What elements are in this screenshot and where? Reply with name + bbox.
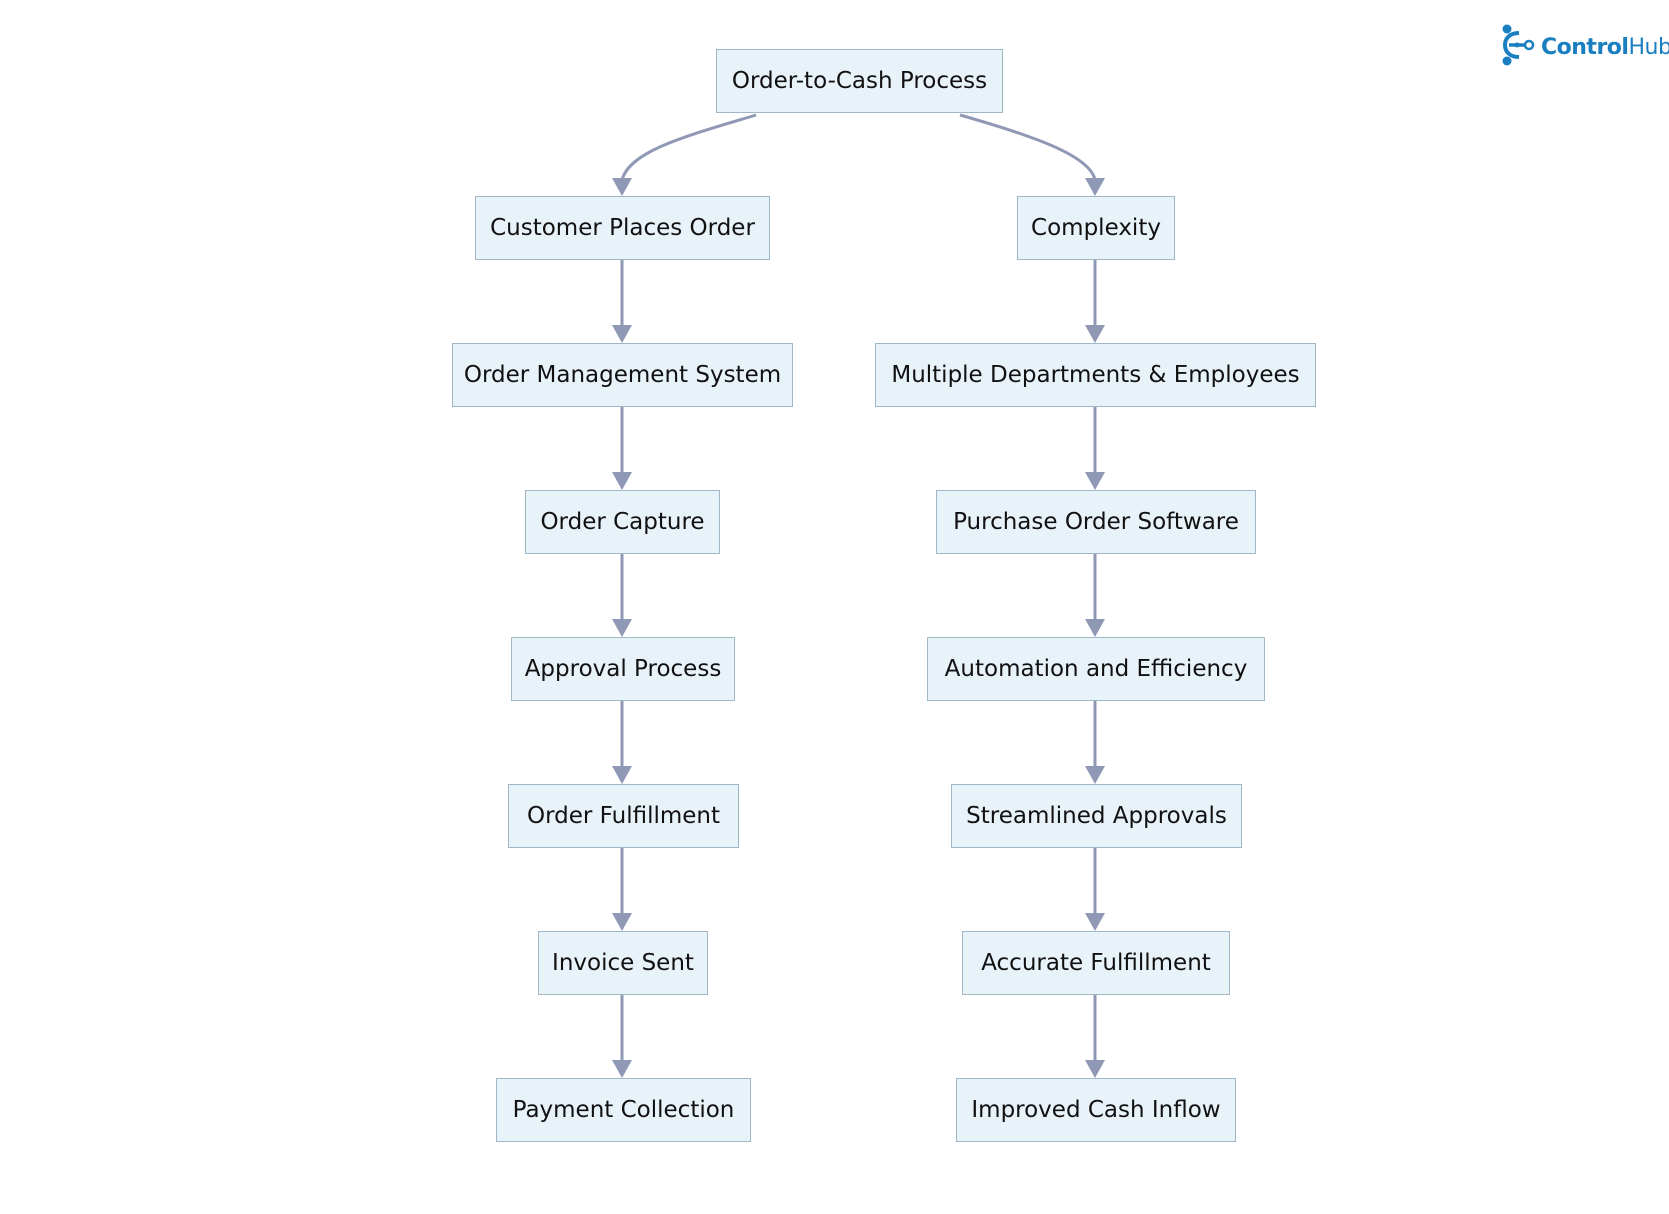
arrowhead: [612, 619, 632, 637]
arrowhead: [1085, 178, 1105, 196]
arrowhead: [1085, 1060, 1105, 1078]
edge-root-left: [620, 113, 757, 182]
node-payment-collection: Payment Collection: [496, 1078, 751, 1142]
arrowhead: [612, 1060, 632, 1078]
node-order-capture: Order Capture: [525, 490, 720, 554]
logo-text-control: Control: [1541, 34, 1629, 60]
node-order-fulfillment: Order Fulfillment: [508, 784, 739, 848]
node-invoice-sent: Invoice Sent: [538, 931, 708, 995]
node-improved-cash-inflow: Improved Cash Inflow: [956, 1078, 1236, 1142]
arrowhead: [612, 325, 632, 343]
arrowhead: [612, 472, 632, 490]
edge-root-right: [959, 113, 1097, 182]
arrowhead: [1085, 913, 1105, 931]
node-automation-efficiency: Automation and Efficiency: [927, 637, 1265, 701]
arrowhead: [1085, 619, 1105, 637]
node-complexity: Complexity: [1017, 196, 1175, 260]
node-customer-places-order: Customer Places Order: [475, 196, 770, 260]
arrowhead: [1085, 766, 1105, 784]
arrowhead: [1085, 325, 1105, 343]
node-purchase-order-software: Purchase Order Software: [936, 490, 1256, 554]
arrowhead: [1085, 472, 1105, 490]
controlhub-logo[interactable]: ControlHub: [1501, 24, 1669, 70]
node-accurate-fulfillment: Accurate Fulfillment: [962, 931, 1230, 995]
node-root: Order-to-Cash Process: [716, 49, 1003, 113]
controlhub-logo-icon: [1501, 23, 1535, 71]
logo-text-hub: Hub: [1628, 34, 1669, 60]
logo-wordmark: ControlHub: [1541, 35, 1669, 60]
node-approval-process: Approval Process: [511, 637, 735, 701]
node-multiple-departments-employees: Multiple Departments & Employees: [875, 343, 1316, 407]
node-order-management-system: Order Management System: [452, 343, 793, 407]
arrowhead: [612, 913, 632, 931]
arrowhead: [612, 178, 632, 196]
arrowhead: [612, 766, 632, 784]
node-streamlined-approvals: Streamlined Approvals: [951, 784, 1242, 848]
